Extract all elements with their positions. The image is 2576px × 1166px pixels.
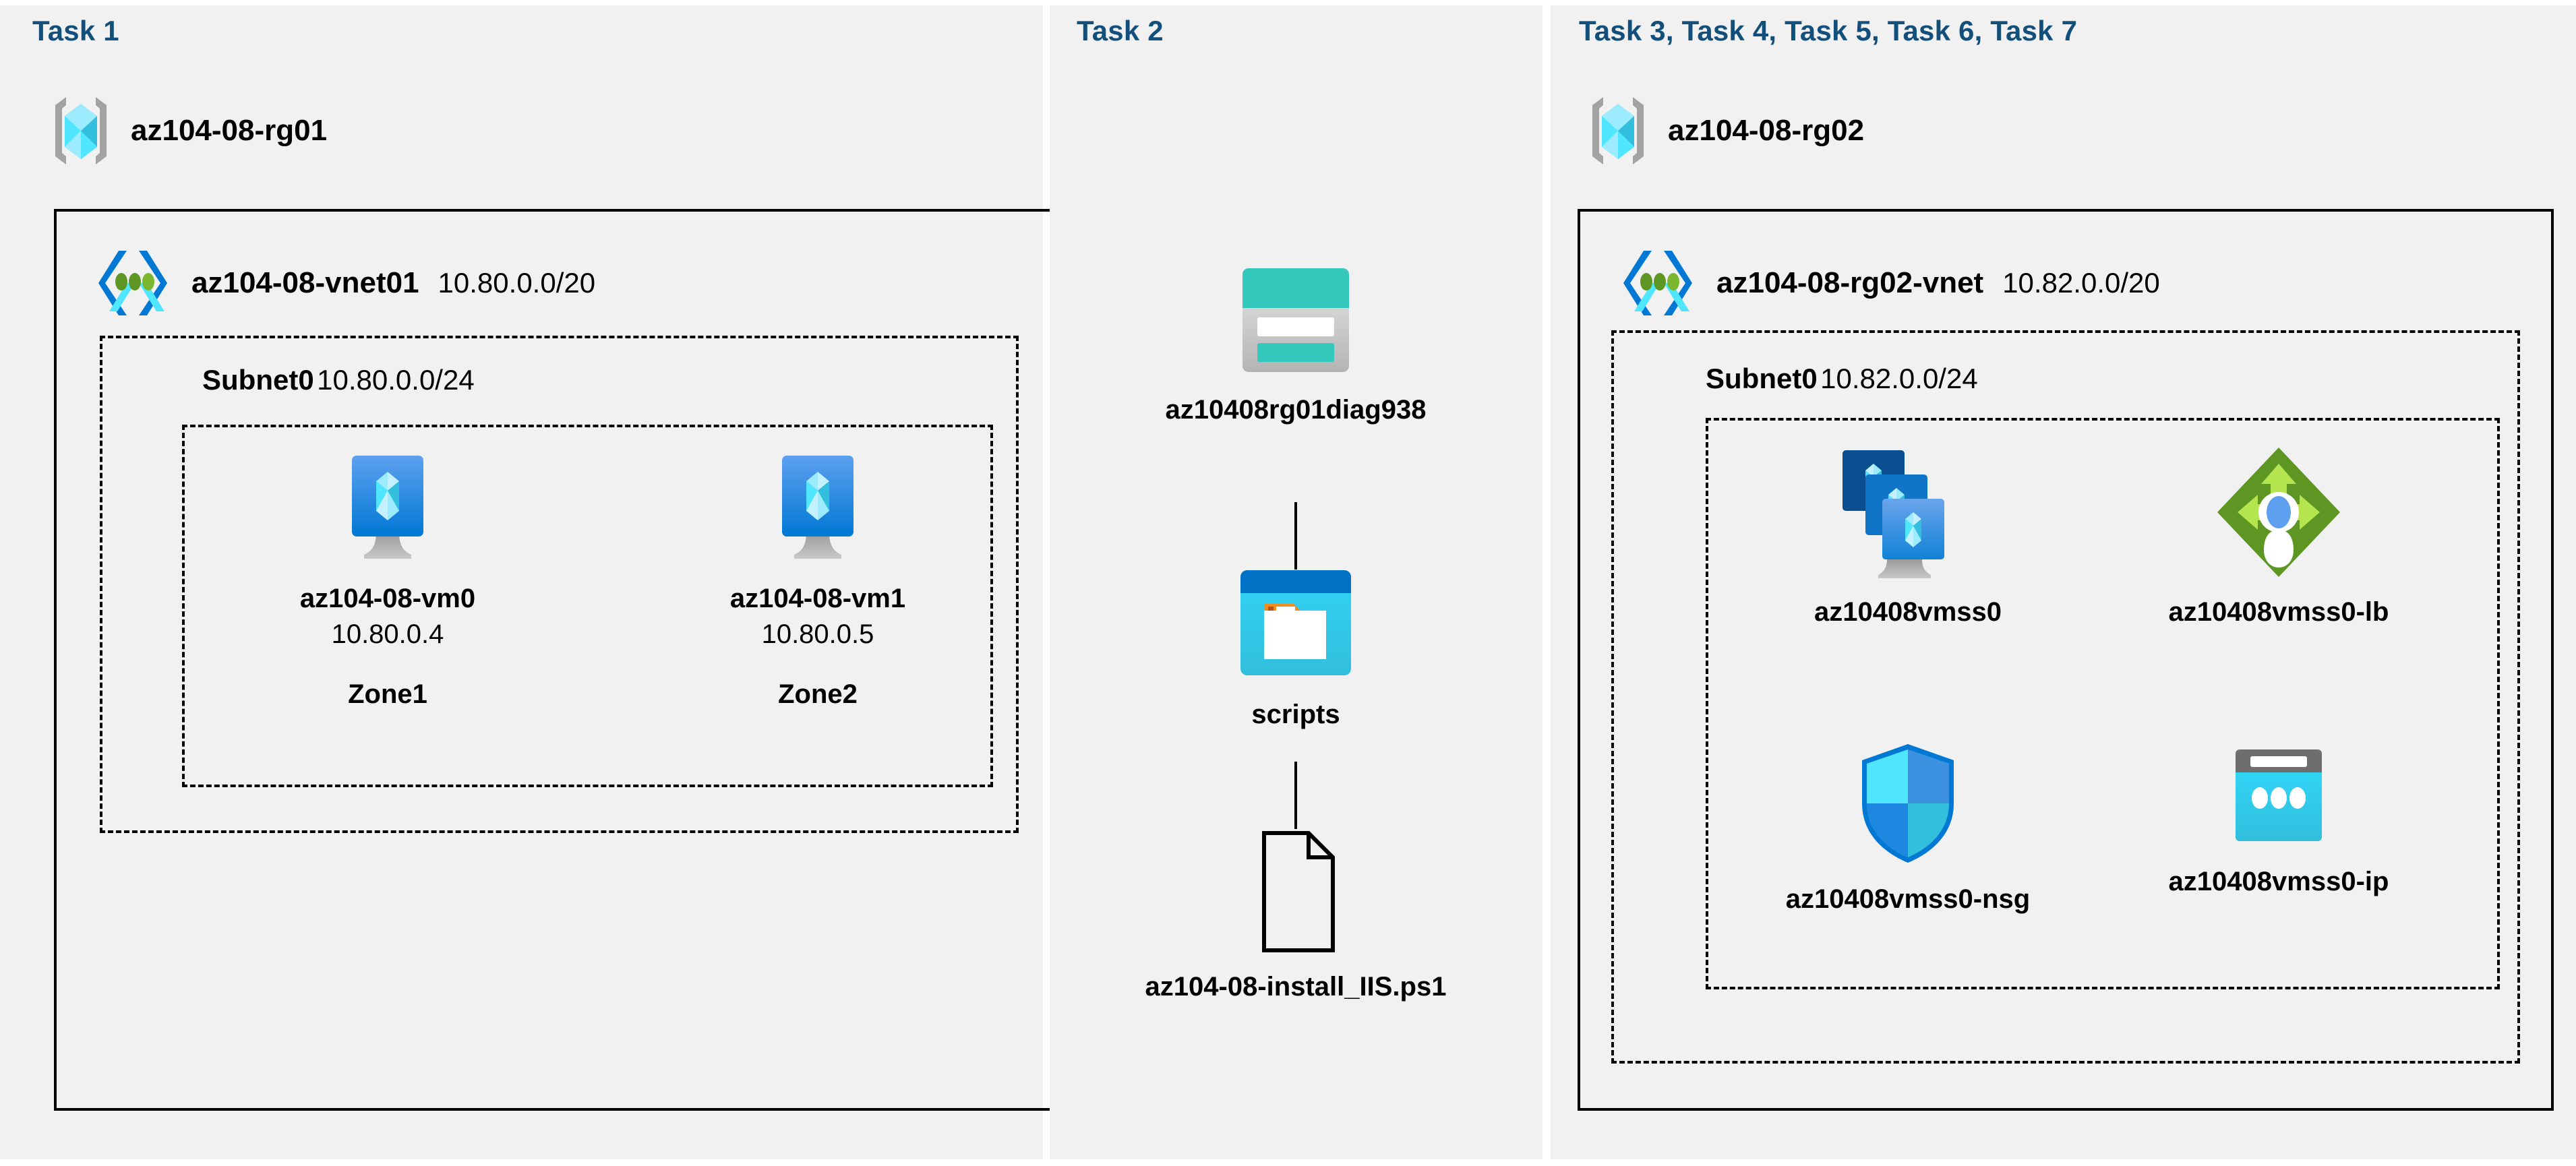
panel-task-1: [0, 5, 1043, 1159]
subnet0-rg01-header: Subnet0 10.80.0.0/24: [202, 364, 475, 396]
load-balancer-az10408vmss0-lb[interactable]: az10408vmss0-lb: [2137, 445, 2420, 627]
file-az104-08-install-iis[interactable]: az104-08-install_IIS.ps1: [1087, 829, 1505, 1002]
load-balancer-label: az10408vmss0-lb: [2168, 597, 2389, 627]
vm0-ip: 10.80.0.4: [331, 619, 444, 649]
subnet0-rg02-cidr: 10.82.0.0/24: [1820, 363, 1978, 394]
subnet0-rg01-name: Subnet0: [202, 364, 314, 396]
subnet0-rg01-cidr: 10.80.0.0/24: [317, 364, 475, 396]
resource-group-icon: [49, 94, 113, 167]
vm1-name: az104-08-vm1: [729, 584, 906, 613]
load-balancer-icon: [2215, 445, 2343, 580]
resource-group-icon: [1586, 94, 1650, 167]
subnet0-rg02-header: Subnet0 10.82.0.0/24: [1706, 363, 1978, 395]
vm1-zone: Zone2: [778, 679, 858, 709]
connector-container-to-file: [1294, 762, 1297, 829]
storage-account-az10408rg01diag938[interactable]: az10408rg01diag938: [1087, 263, 1505, 425]
vmss-label: az10408vmss0: [1814, 597, 2002, 627]
storage-account-icon: [1228, 263, 1363, 377]
public-ip-address-icon: [2225, 741, 2333, 849]
task-1-title: Task 1: [32, 15, 119, 47]
vm-scale-set-icon: [1837, 445, 1979, 580]
resource-group-rg02-label: az104-08-rg02: [1668, 114, 1865, 147]
public-ip-az10408vmss0-ip[interactable]: az10408vmss0-ip: [2137, 741, 2420, 897]
task-3-7-title: Task 3, Task 4, Task 5, Task 6, Task 7: [1579, 15, 2078, 47]
resource-group-rg01-label: az104-08-rg01: [131, 114, 328, 147]
vnet01-name: az104-08-vnet01: [191, 266, 419, 299]
virtual-machine-icon: [767, 453, 868, 566]
file-label: az104-08-install_IIS.ps1: [1145, 972, 1447, 1002]
blob-container-scripts[interactable]: scripts: [1087, 566, 1505, 730]
vnet01-header: az104-08-vnet01 10.80.0.0/20: [93, 248, 595, 318]
connector-storage-to-container: [1294, 502, 1297, 570]
nsg-label: az10408vmss0-nsg: [1785, 884, 2031, 914]
public-ip-label: az10408vmss0-ip: [2168, 867, 2389, 896]
task-2-title: Task 2: [1077, 15, 1164, 47]
vmss-resources-boundary: [1706, 418, 2500, 989]
resource-group-rg02: az104-08-rg02: [1586, 94, 1864, 167]
virtual-network-icon: [1618, 248, 1698, 318]
blob-container-icon: [1234, 566, 1357, 682]
nsg-az10408vmss0-nsg[interactable]: az10408vmss0-nsg: [1766, 741, 2049, 915]
storage-account-label: az10408rg01diag938: [1165, 395, 1427, 425]
vm0-zone: Zone1: [348, 679, 427, 709]
subnet0-rg02-boundary: [1611, 330, 2520, 1064]
vm-az104-08-vm1[interactable]: az104-08-vm1 10.80.0.5 Zone2: [700, 453, 936, 710]
rg02-vnet-header: az104-08-rg02-vnet 10.82.0.0/20: [1618, 248, 2160, 318]
resource-group-rg01: az104-08-rg01: [49, 94, 327, 167]
panel-task-3-7: [1551, 5, 2576, 1159]
rg02-vnet-name: az104-08-rg02-vnet: [1716, 266, 1984, 299]
virtual-network-icon: [93, 248, 173, 318]
subnet0-rg01-boundary: [100, 336, 1019, 833]
vm0-name: az104-08-vm0: [299, 584, 476, 613]
availability-zones-boundary: [182, 425, 993, 787]
rg02-vnet-boundary: [1578, 209, 2554, 1111]
vm-az104-08-vm0[interactable]: az104-08-vm0 10.80.0.4 Zone1: [270, 453, 506, 710]
vnet01-cidr: 10.80.0.0/20: [438, 267, 596, 299]
virtual-machine-icon: [337, 453, 438, 566]
rg02-vnet-cidr: 10.82.0.0/20: [2002, 267, 2160, 299]
vm1-ip: 10.80.0.5: [761, 619, 874, 649]
blob-container-label: scripts: [1251, 700, 1340, 729]
file-icon: [1247, 829, 1345, 954]
network-security-group-icon: [1854, 741, 1962, 867]
subnet0-rg02-name: Subnet0: [1706, 363, 1818, 394]
vmss-az10408vmss0[interactable]: az10408vmss0: [1766, 445, 2049, 627]
